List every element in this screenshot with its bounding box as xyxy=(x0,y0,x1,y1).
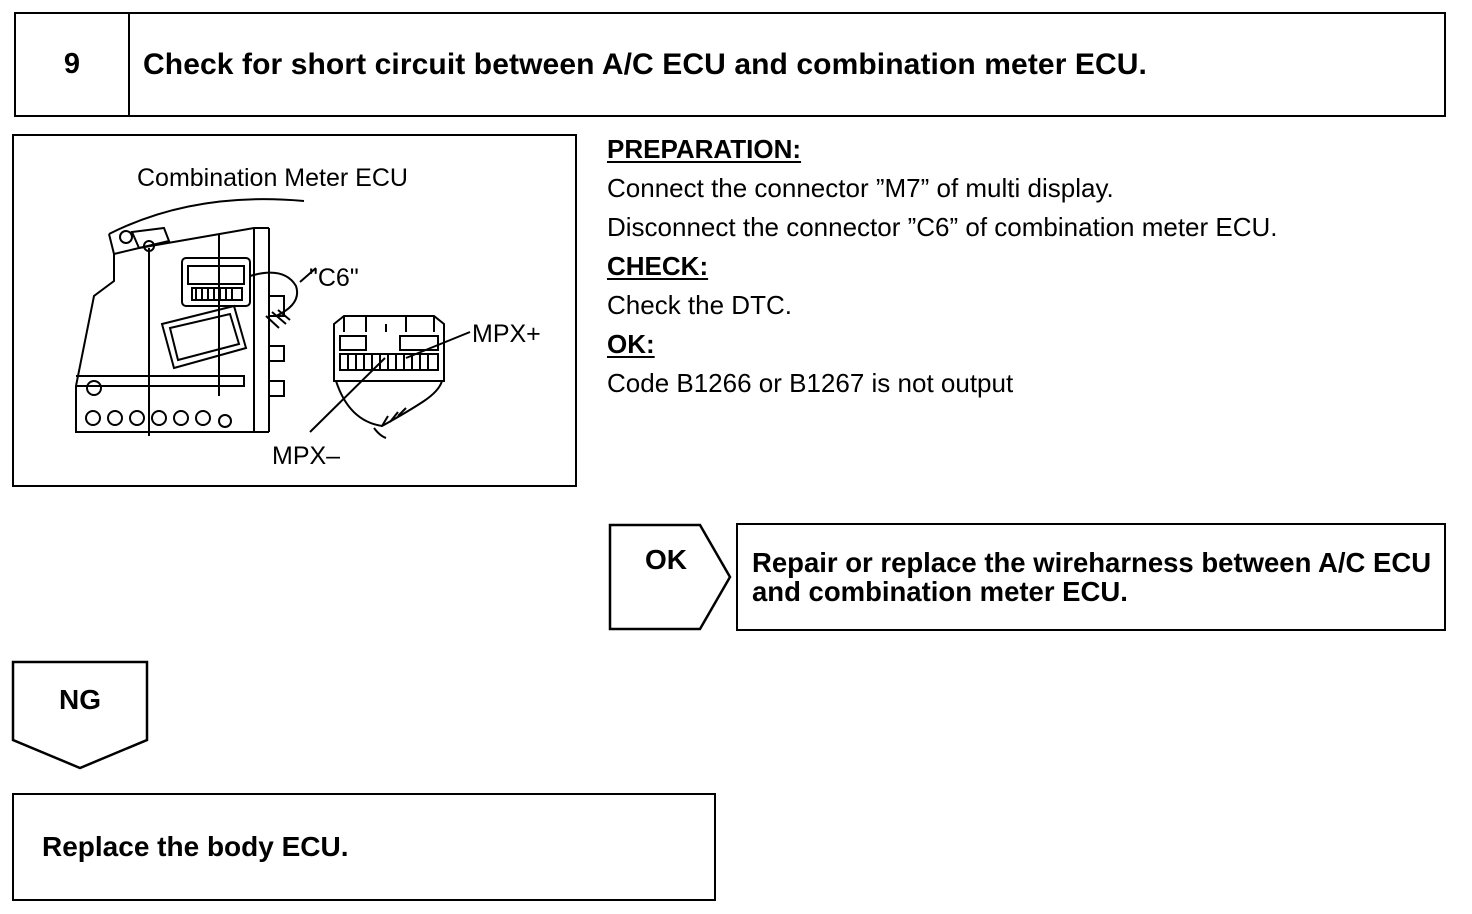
ng-result-text: Replace the body ECU. xyxy=(42,831,349,862)
preparation-line-1: Connect the connector ”M7” of multi disp… xyxy=(607,173,1114,203)
preparation-heading: PREPARATION: xyxy=(607,134,802,164)
check-line: Check the DTC. xyxy=(607,290,792,320)
preparation-line-2: Disconnect the connector ”C6” of combina… xyxy=(607,212,1278,242)
ok-result-box: Repair or replace the wireharness betwee… xyxy=(736,523,1446,631)
ng-label: NG xyxy=(59,684,101,715)
ng-result-box: Replace the body ECU. xyxy=(12,793,716,901)
procedure-text: PREPARATION: Connect the connector ”M7” … xyxy=(607,130,1447,403)
ok-result-text: Repair or replace the wireharness betwee… xyxy=(752,547,1432,607)
terminal-plus-label: MPX+ xyxy=(472,320,541,348)
ok-label: OK xyxy=(645,544,687,575)
step-title: Check for short circuit between A/C ECU … xyxy=(143,47,1147,81)
connector-label: "C6" xyxy=(309,264,359,292)
ok-criteria-line: Code B1266 or B1267 is not output xyxy=(607,368,1014,398)
step-number: 9 xyxy=(16,14,130,115)
figure-caption: Combination Meter ECU xyxy=(137,164,408,192)
meter-ecu-drawing: Combination Meter ECU "C6" MPX+ MPX– xyxy=(75,164,541,470)
ng-arrow-shape xyxy=(11,660,149,770)
connector-illustration: Combination Meter ECU "C6" MPX+ MPX– xyxy=(12,134,577,487)
check-heading: CHECK: xyxy=(607,251,709,281)
step-header: 9 Check for short circuit between A/C EC… xyxy=(14,12,1446,117)
ok-heading: OK: xyxy=(607,329,655,359)
terminal-minus-label: MPX– xyxy=(272,442,340,470)
ok-arrow-shape xyxy=(608,523,732,631)
